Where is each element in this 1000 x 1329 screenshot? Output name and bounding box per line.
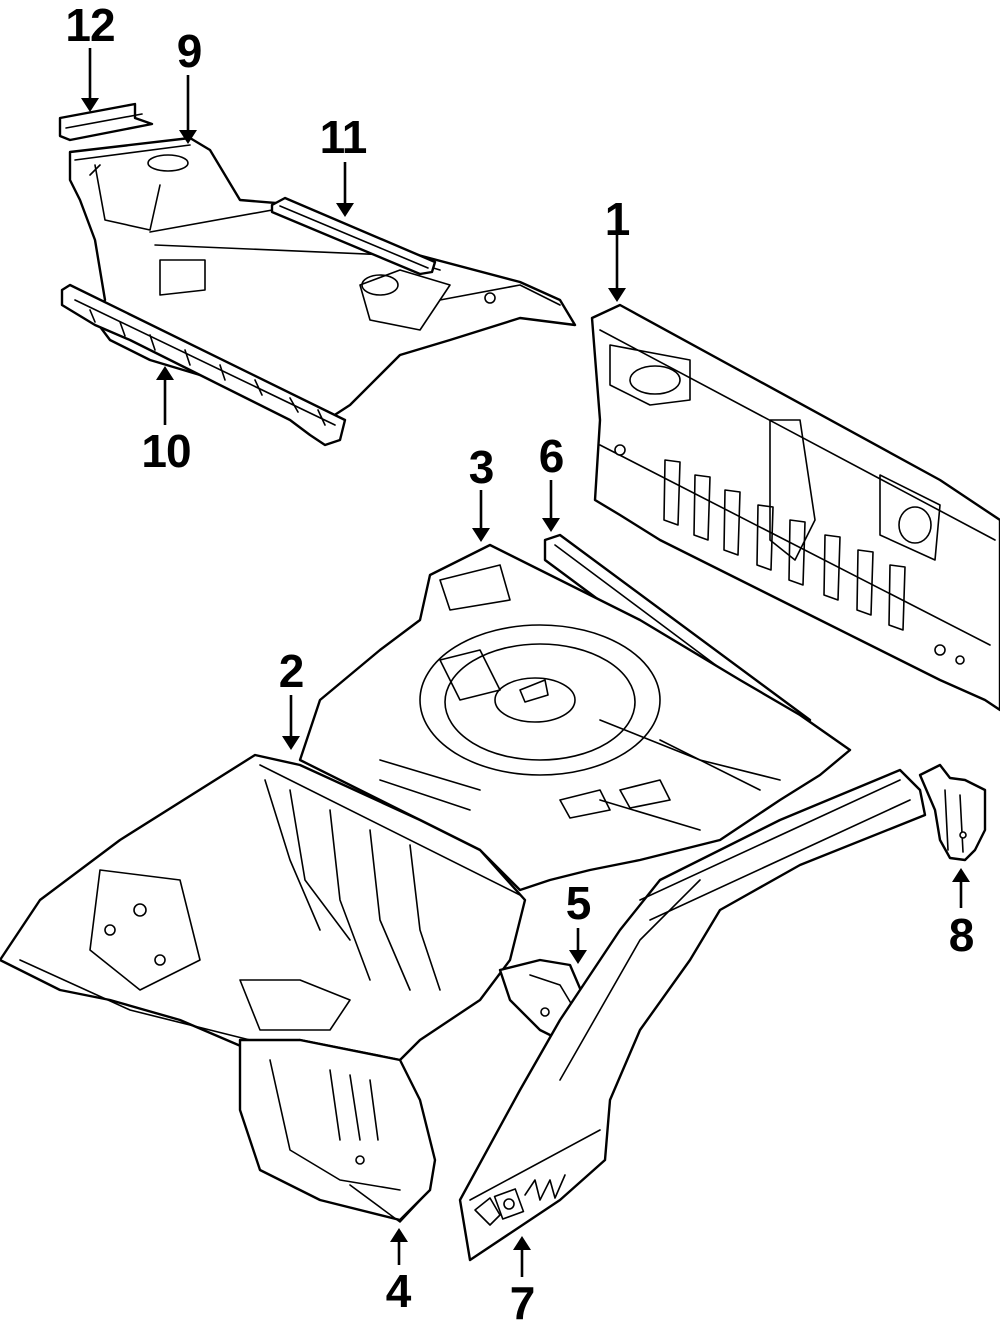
callout-7[interactable]: 7 bbox=[509, 1277, 536, 1329]
part-7-rear-frame-rail[interactable] bbox=[458, 768, 927, 1262]
part-8-rail-end-bracket[interactable] bbox=[918, 763, 987, 862]
part-1-rear-body-panel[interactable] bbox=[590, 303, 1000, 712]
callout-10[interactable]: 10 bbox=[141, 425, 191, 477]
leader-5 bbox=[569, 928, 587, 964]
leader-10 bbox=[156, 366, 174, 425]
part-4-floor-pan-extension[interactable] bbox=[238, 1038, 437, 1223]
callout-5[interactable]: 5 bbox=[565, 877, 592, 929]
callout-3[interactable]: 3 bbox=[468, 441, 495, 493]
leader-9 bbox=[179, 75, 197, 144]
callout-8[interactable]: 8 bbox=[948, 909, 975, 961]
callout-1[interactable]: 1 bbox=[604, 193, 631, 245]
callout-2[interactable]: 2 bbox=[278, 645, 305, 697]
leader-4 bbox=[390, 1228, 408, 1265]
callout-9[interactable]: 9 bbox=[176, 25, 203, 77]
leader-8 bbox=[952, 868, 970, 908]
part-11-shelf-brace[interactable] bbox=[270, 196, 437, 276]
leader-lines bbox=[81, 48, 970, 1277]
leader-11 bbox=[336, 162, 354, 217]
leader-7 bbox=[513, 1236, 531, 1277]
part-12-shelf-bracket[interactable] bbox=[58, 102, 154, 142]
leader-6 bbox=[542, 480, 560, 532]
part-10-shelf-reinforcement[interactable] bbox=[60, 283, 347, 447]
leader-3 bbox=[472, 490, 490, 542]
part-9-package-tray[interactable] bbox=[68, 136, 577, 420]
leader-2 bbox=[282, 695, 300, 750]
callout-4[interactable]: 4 bbox=[385, 1265, 412, 1317]
callout-11[interactable]: 11 bbox=[319, 111, 368, 163]
part-3-trunk-floor-pan[interactable] bbox=[298, 543, 852, 892]
leader-12 bbox=[81, 48, 99, 112]
callout-12[interactable]: 12 bbox=[65, 0, 115, 51]
callout-6[interactable]: 6 bbox=[538, 430, 565, 482]
leader-1 bbox=[608, 232, 626, 302]
